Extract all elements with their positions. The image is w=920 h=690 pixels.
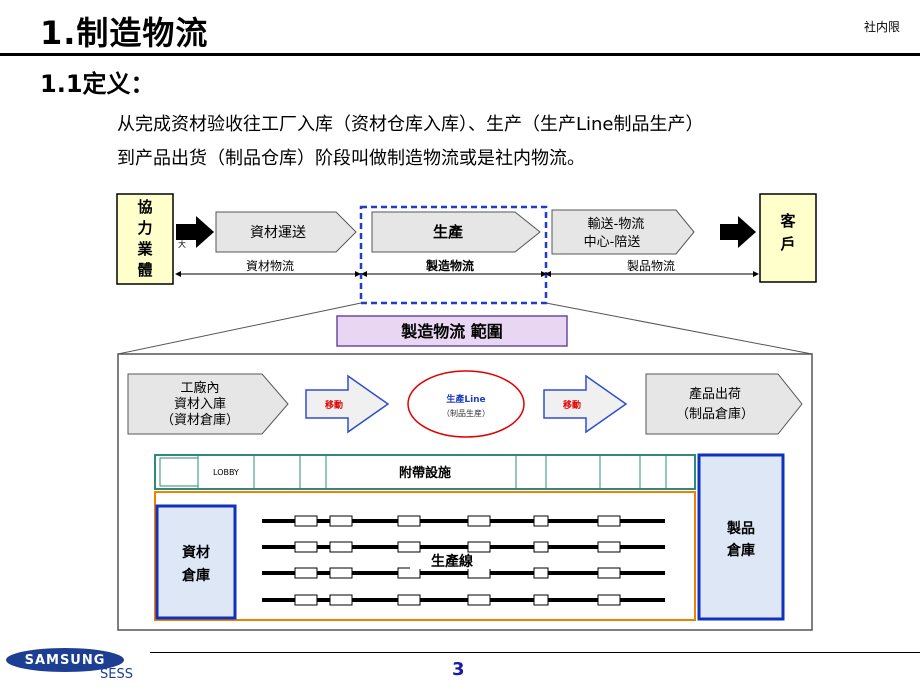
product-logistics-label: 製品物流 bbox=[627, 259, 675, 273]
lobby-label: LOBBY bbox=[213, 468, 239, 477]
shipment-label-2: （制品倉庫） bbox=[676, 407, 754, 422]
receiving-label-1: 工廠內 bbox=[180, 380, 219, 396]
receiving-label-3: （資材倉庫） bbox=[161, 413, 239, 428]
material-warehouse-label-1: 資材 bbox=[182, 544, 210, 561]
receiving-box bbox=[127, 373, 289, 435]
shipping-label-1: 輸送-物流 bbox=[588, 217, 645, 232]
production-line bbox=[262, 541, 665, 553]
move-arrow-icon bbox=[305, 374, 390, 434]
supplier-label-2: 力 bbox=[137, 219, 152, 237]
production-scope-outline bbox=[359, 205, 548, 305]
footer-divider bbox=[150, 652, 920, 653]
scope-label: 製造物流 範圍 bbox=[400, 322, 503, 341]
shipping-box bbox=[551, 209, 695, 255]
receiving-label-2: 資材入庫 bbox=[174, 397, 226, 412]
supplier-label-3: 業 bbox=[136, 240, 153, 258]
production-box bbox=[371, 211, 541, 253]
definition-line-2: 到产品出货（制品仓库）阶段叫做制造物流或是社内物流。 bbox=[117, 148, 585, 169]
facilities-strip bbox=[154, 454, 696, 490]
definition-line-1: 从完成资材验收往工厂入库（资材仓库入库）、生产（生产Line制品生产） bbox=[117, 114, 704, 135]
material-logistics-label: 資材物流 bbox=[246, 259, 294, 273]
production-line-circle bbox=[407, 370, 525, 438]
material-warehouse-label-2: 倉庫 bbox=[181, 567, 210, 584]
facilities-label: 附帶設施 bbox=[399, 465, 451, 481]
customer-box bbox=[759, 193, 817, 283]
material-warehouse bbox=[155, 504, 237, 620]
move-label-1: 移動 bbox=[325, 399, 343, 411]
product-warehouse-label-1: 製品 bbox=[726, 520, 755, 537]
page-number: 3 bbox=[452, 659, 465, 680]
division-label: SESS bbox=[100, 667, 133, 682]
production-label: 生產 bbox=[433, 223, 463, 241]
move-label-2: 移動 bbox=[563, 399, 581, 411]
shipping-label-2: 中心-陪送 bbox=[584, 235, 641, 250]
shipment-label-1: 產品出荷 bbox=[689, 386, 741, 402]
customer-label-1: 客 bbox=[779, 212, 796, 230]
supplier-label-1: 協 bbox=[137, 198, 152, 216]
production-line-label: 生產Line bbox=[446, 393, 485, 405]
supplier-label-4: 體 bbox=[137, 261, 152, 279]
flow-arrow-icon bbox=[720, 216, 756, 248]
page-title: 1.制造物流 bbox=[40, 14, 209, 52]
product-warehouse-label-2: 倉庫 bbox=[726, 542, 755, 559]
material-transport-box bbox=[215, 211, 357, 253]
material-transport-label: 資材運送 bbox=[250, 225, 306, 241]
production-line-sublabel: （制品生産） bbox=[442, 408, 490, 418]
section-subtitle: 1.1定义： bbox=[40, 70, 155, 98]
product-warehouse bbox=[697, 453, 785, 621]
move-arrow-icon bbox=[543, 374, 628, 434]
shipment-box bbox=[645, 373, 803, 435]
scope-label-box bbox=[336, 315, 568, 347]
production-line bbox=[262, 594, 665, 606]
supplier-tiny-label: 大 bbox=[178, 239, 186, 249]
customer-label-2: 戶 bbox=[780, 235, 795, 253]
production-line bbox=[262, 567, 665, 579]
flow-arrow-icon bbox=[176, 216, 214, 248]
title-divider bbox=[0, 53, 920, 56]
production-line-area-label: 生產線 bbox=[431, 553, 473, 570]
supplier-box bbox=[116, 193, 174, 285]
samsung-logo: SAMSUNG bbox=[6, 648, 124, 672]
production-line bbox=[262, 515, 665, 527]
confidential-label: 社内限 bbox=[863, 20, 900, 34]
manufacturing-logistics-label: 製造物流 bbox=[425, 258, 474, 273]
